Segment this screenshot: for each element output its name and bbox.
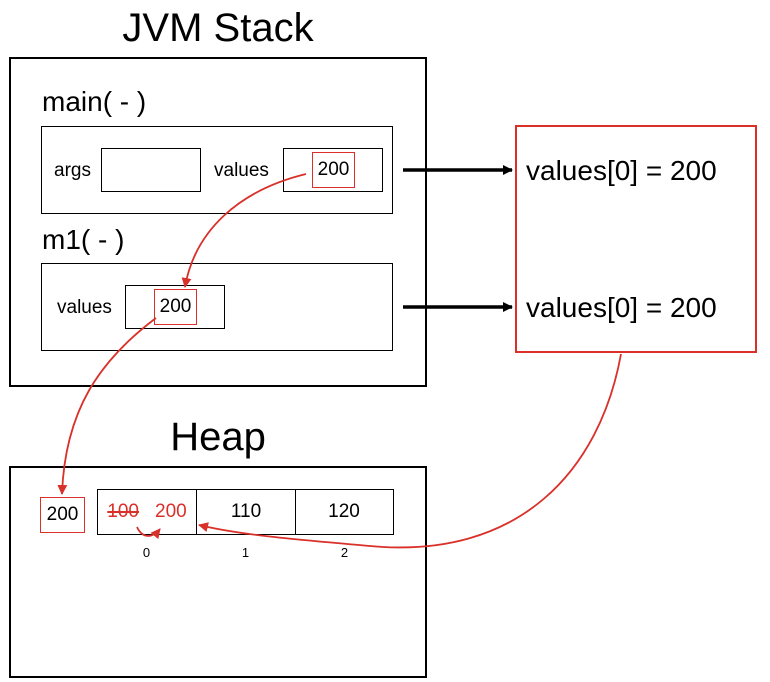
array-index-2: 2 [340,545,349,560]
m1-frame-label: m1( - ) [42,224,125,255]
notes-box [515,125,757,353]
jvm-stack-title: JVM Stack [122,6,314,50]
array-index-1: 1 [241,545,250,560]
array-cell-2: 120 [328,501,360,522]
m1-values-slot [125,285,225,329]
main-values-ref: 200 [312,152,355,188]
main-args-label: args [54,160,91,181]
heap-ref-value: 200 [40,497,85,533]
main-args-slot [101,148,201,192]
note-first: values[0] = 200 [526,155,717,186]
main-values-slot [283,148,383,192]
m1-values-ref: 200 [154,289,197,325]
array-index-0: 0 [142,545,151,560]
heap-title: Heap [170,415,266,459]
array-cell-0-old-value: 100 [107,501,139,522]
main-frame-label: main( - ) [42,86,147,117]
m1-values-label: values [57,297,112,318]
array-cell-0: 100 200 [98,490,197,534]
note-second: values[0] = 200 [526,292,717,323]
main-values-label: values [214,160,269,181]
array-cell-0-new-value: 200 [155,501,187,522]
heap-array: 100 200 110 120 [97,489,394,535]
array-cell-1: 110 [197,490,296,534]
